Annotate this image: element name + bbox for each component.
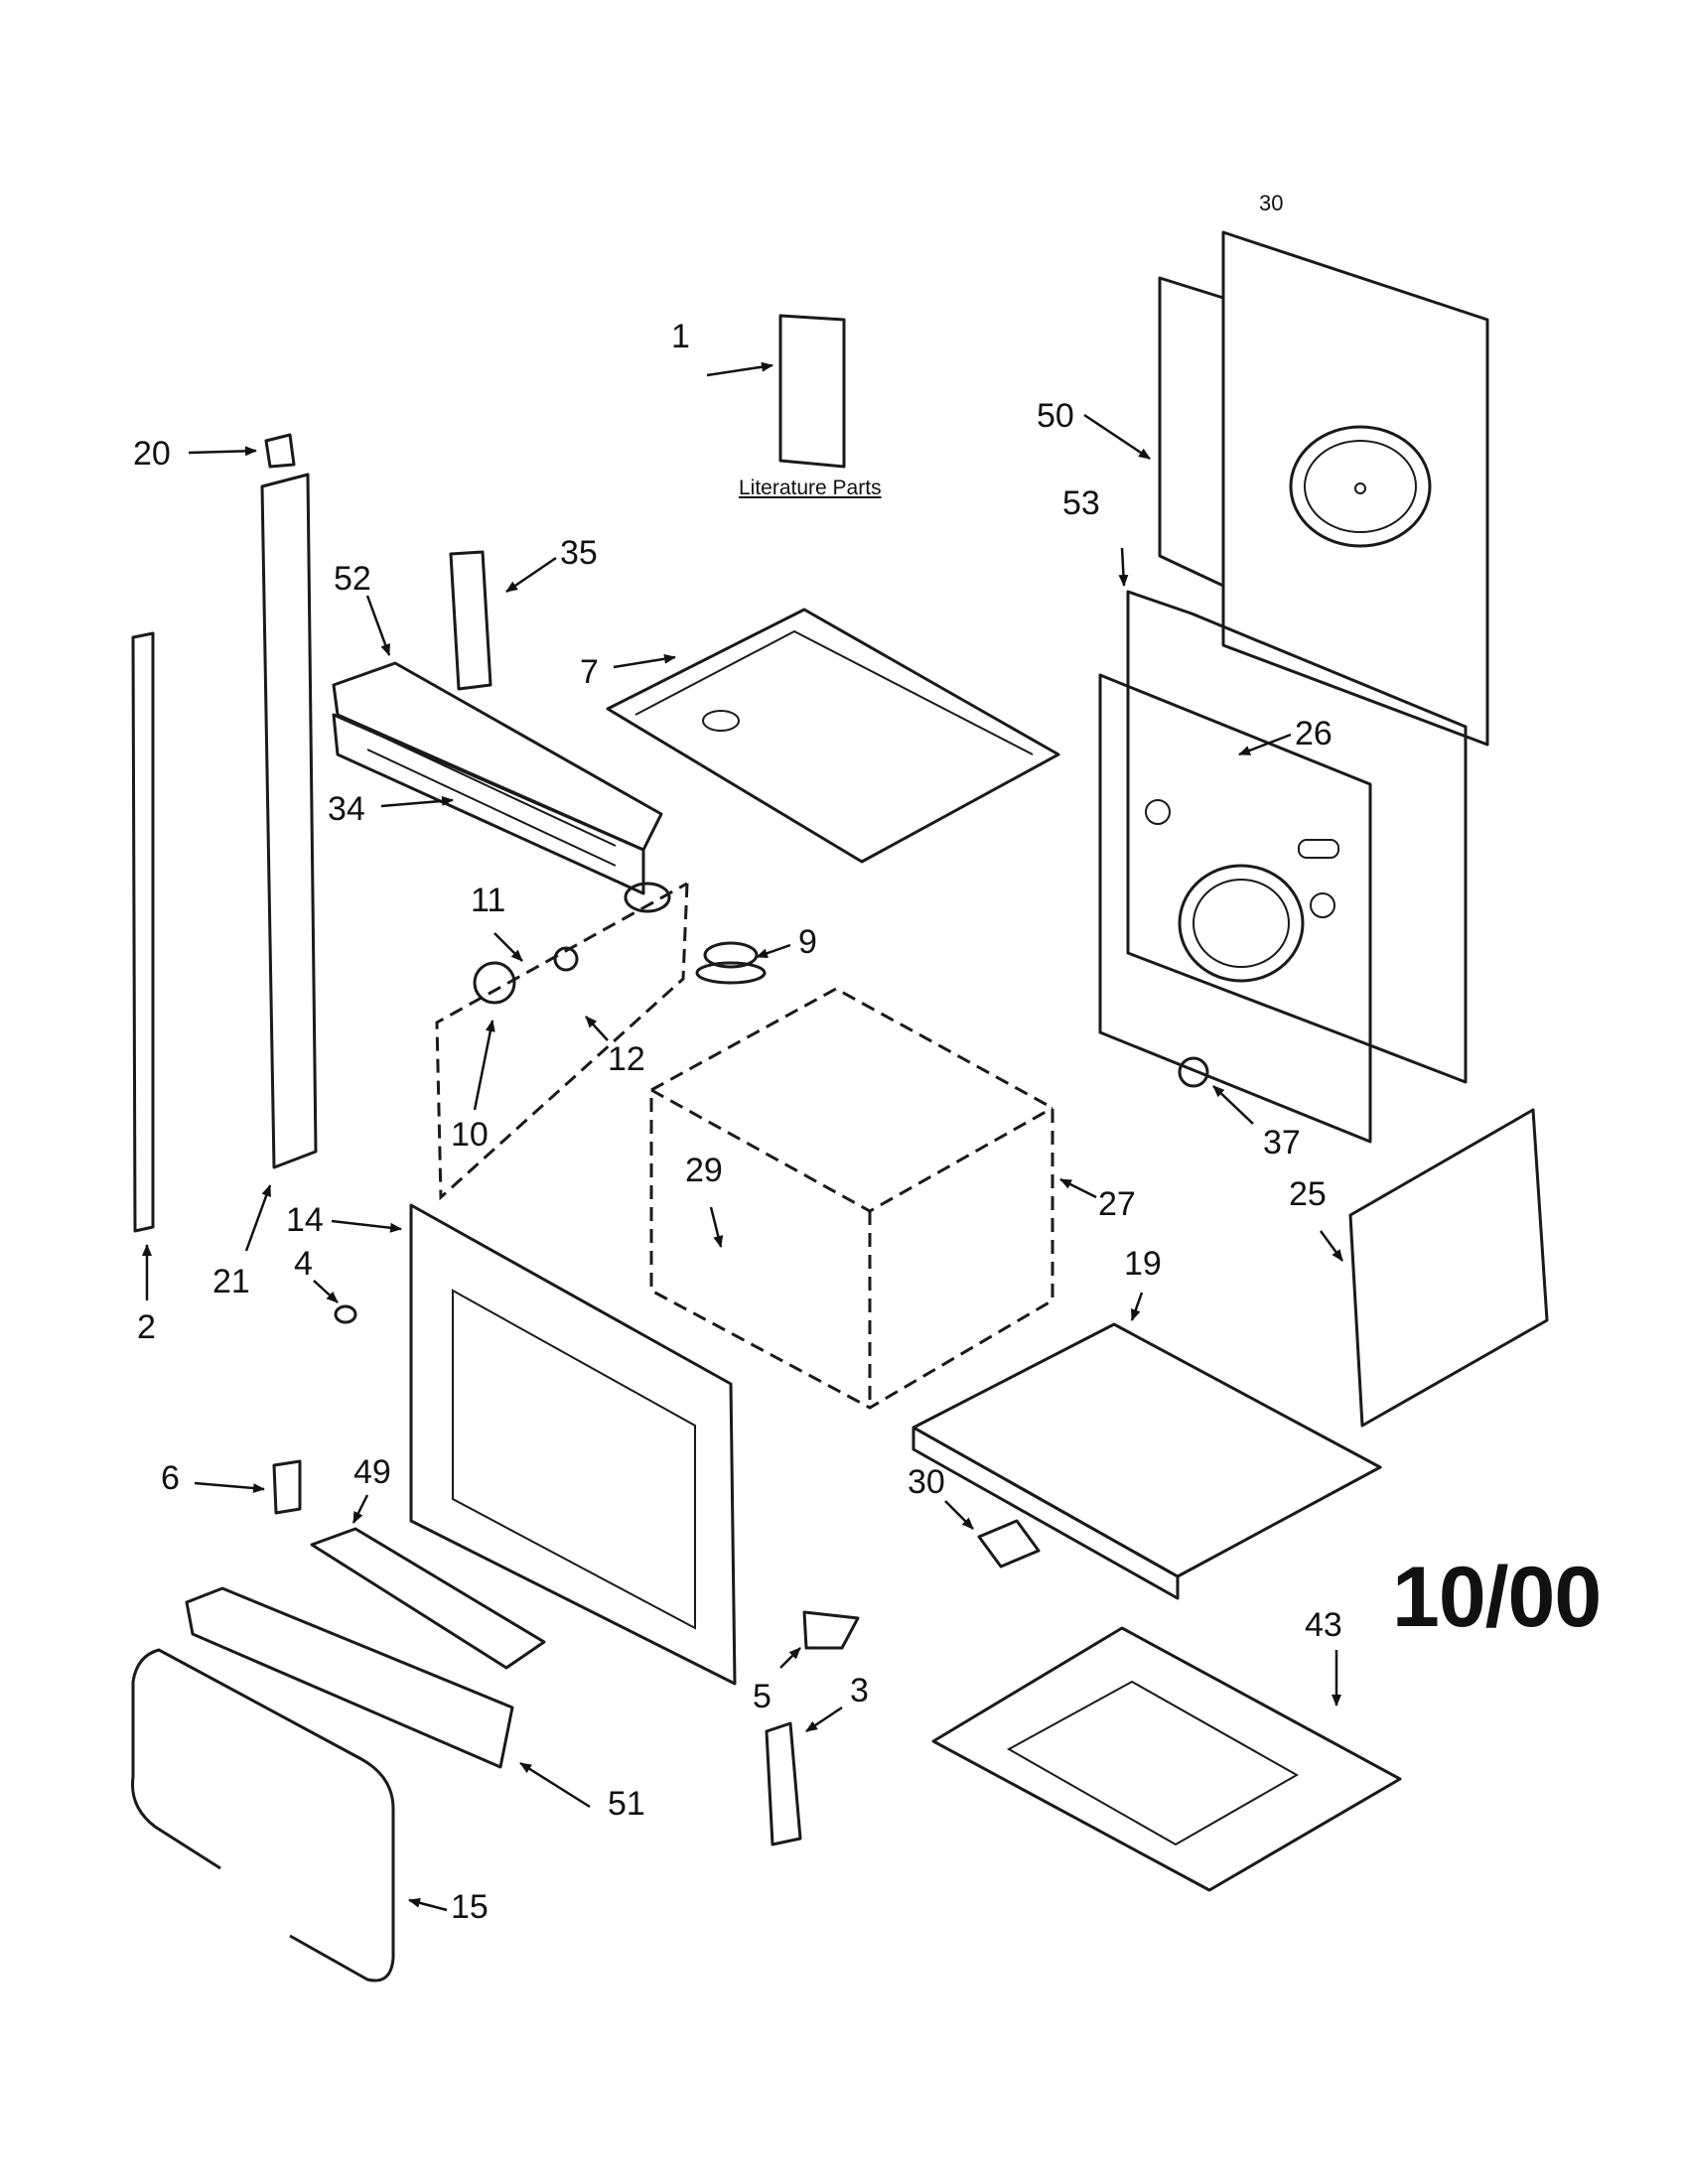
callout-29: 29	[685, 1152, 723, 1189]
callout-9: 9	[798, 923, 817, 961]
part-49-trim	[310, 1494, 546, 1670]
callout-30: 30	[908, 1463, 945, 1501]
callout-37: 37	[1263, 1124, 1301, 1161]
part-19-bottom-panel	[912, 1292, 1382, 1600]
part-20-21-2-side-trims	[131, 433, 318, 1300]
part-25-side-panel	[1319, 1108, 1549, 1428]
part-7-top-panel	[606, 608, 1060, 864]
callout-34: 34	[328, 790, 365, 828]
callout-35: 35	[560, 534, 598, 572]
page-number: 30	[1259, 191, 1284, 215]
callout-52: 52	[334, 560, 371, 598]
callout-43: 43	[1305, 1606, 1342, 1644]
callout-12: 12	[608, 1040, 645, 1078]
callout-3: 3	[850, 1672, 869, 1709]
part-35-bracket	[449, 550, 557, 691]
callout-1: 1	[671, 318, 690, 355]
part-11-light-group	[435, 882, 689, 1201]
callout-14: 14	[286, 1201, 324, 1239]
part-9-thermostat	[695, 941, 791, 985]
part-37-sensor	[1178, 1056, 1254, 1125]
date-code: 10/00	[1392, 1550, 1602, 1645]
literature-parts-caption: Literature Parts	[739, 477, 882, 499]
callout-49: 49	[353, 1453, 391, 1491]
part-6-bracket	[194, 1459, 302, 1515]
part-4-screw	[313, 1280, 357, 1324]
part-14-front-frame	[331, 1203, 737, 1686]
part-53-26-convection-shroud	[1098, 547, 1468, 1144]
callout-11: 11	[471, 882, 506, 919]
part-5-3-brackets	[765, 1610, 860, 1846]
part-15-door-gasket	[130, 1648, 448, 1982]
part-30-clip	[944, 1500, 1041, 1569]
callout-4: 4	[294, 1245, 313, 1283]
callout-26: 26	[1295, 715, 1333, 752]
callout-10: 10	[451, 1116, 489, 1154]
callout-15: 15	[451, 1888, 489, 1926]
part-43-bottom-tray	[931, 1626, 1402, 1892]
callout-7: 7	[580, 653, 599, 691]
callout-25: 25	[1289, 1175, 1327, 1213]
callout-51: 51	[608, 1785, 645, 1823]
callout-6: 6	[161, 1459, 180, 1497]
callout-19: 19	[1124, 1245, 1162, 1283]
part-1-literature	[706, 314, 846, 469]
part-52-34-vent-grille	[332, 595, 663, 895]
callout-53: 53	[1062, 484, 1100, 522]
part-27-oven-cavity	[649, 987, 1097, 1410]
part-51-lower-trim	[185, 1586, 591, 1809]
part-50-rear-panel	[1083, 230, 1489, 747]
callout-20: 20	[133, 435, 171, 473]
callout-50: 50	[1037, 397, 1074, 435]
callout-5: 5	[753, 1678, 772, 1715]
callout-2: 2	[137, 1308, 156, 1346]
callout-27: 27	[1098, 1185, 1136, 1223]
callout-21: 21	[212, 1263, 250, 1300]
